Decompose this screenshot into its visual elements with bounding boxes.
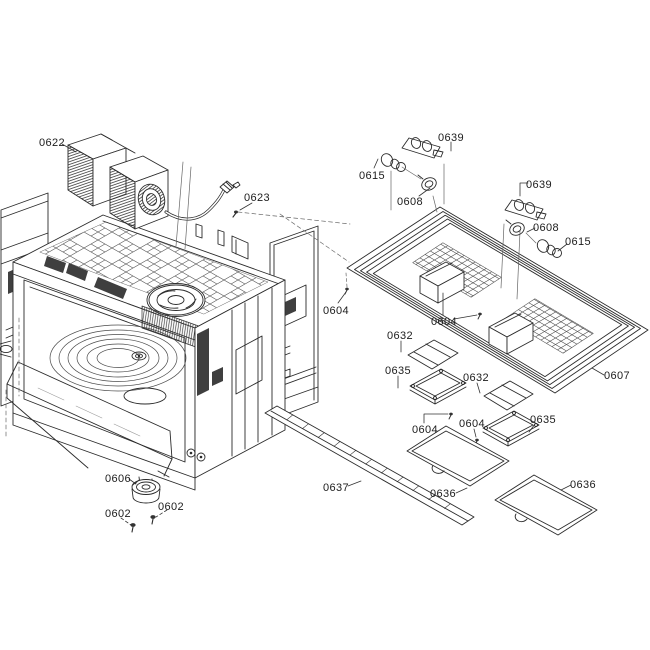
part-label-0606: 0606 bbox=[105, 473, 131, 485]
right-face bbox=[194, 279, 286, 479]
screw-0602-1 bbox=[130, 523, 136, 533]
tray-2 bbox=[494, 474, 598, 536]
cavity-opening bbox=[23, 279, 186, 463]
part-label-0635-a: 0635 bbox=[385, 365, 411, 377]
blower-wheel bbox=[148, 284, 204, 316]
screw-0602-2 bbox=[150, 515, 156, 525]
part-label-0635-b: 0635 bbox=[530, 414, 556, 426]
alignment-lines bbox=[5, 161, 537, 439]
deck-vent bbox=[94, 277, 127, 299]
lamp-bulb-1 bbox=[380, 153, 406, 172]
base-board bbox=[6, 361, 173, 478]
part-label-0608-b: 0608 bbox=[533, 222, 559, 234]
tray-1 bbox=[406, 425, 510, 487]
part-label-0607: 0607 bbox=[604, 370, 630, 382]
blower-assembly bbox=[67, 133, 169, 230]
part-label-0604-b: 0604 bbox=[431, 316, 457, 328]
trim-strip bbox=[264, 405, 475, 526]
hinge-hole bbox=[196, 452, 206, 462]
part-label-0639-b: 0639 bbox=[526, 179, 552, 191]
lamp-housing-left bbox=[419, 261, 465, 304]
part-label-0636-b: 0636 bbox=[570, 479, 596, 491]
power-cord bbox=[164, 180, 241, 221]
part-label-0637: 0637 bbox=[323, 482, 349, 494]
part-label-0604-d: 0604 bbox=[459, 418, 485, 430]
leader-lines bbox=[61, 141, 605, 526]
part-label-0615-b: 0615 bbox=[565, 236, 591, 248]
top-frame-panel bbox=[344, 206, 649, 394]
chassis bbox=[12, 214, 286, 491]
lamp-bracket-1 bbox=[401, 137, 444, 159]
lamp-bracket-2 bbox=[504, 199, 547, 221]
waveguide-grid-right bbox=[504, 298, 594, 354]
cover-glass-2 bbox=[483, 380, 534, 411]
cover-frame-2 bbox=[482, 410, 540, 447]
mounting-screw-0623 bbox=[232, 210, 238, 218]
part-label-0622: 0622 bbox=[39, 137, 65, 149]
lamp-socket-2 bbox=[505, 219, 525, 236]
lamp-housing-right bbox=[488, 312, 534, 355]
cover-glass-1 bbox=[407, 339, 459, 370]
part-labels: 0622 0623 0639 0615 0608 0639 0608 0615 … bbox=[39, 132, 630, 520]
deck-vent bbox=[44, 256, 66, 273]
roller-ring bbox=[123, 387, 167, 405]
part-label-0623: 0623 bbox=[244, 192, 270, 204]
part-label-0602-a: 0602 bbox=[105, 508, 131, 520]
cover-frame-1 bbox=[409, 368, 467, 405]
part-label-0615-a: 0615 bbox=[359, 170, 385, 182]
part-label-0608-a: 0608 bbox=[397, 196, 423, 208]
lamp-socket-1 bbox=[417, 174, 437, 191]
part-label-0602-b: 0602 bbox=[158, 501, 184, 513]
part-label-0604-c: 0604 bbox=[412, 424, 438, 436]
part-label-0604-a: 0604 bbox=[323, 305, 349, 317]
blower-outlet bbox=[137, 183, 166, 216]
part-label-0632-a: 0632 bbox=[387, 330, 413, 342]
deck-vent bbox=[66, 263, 88, 281]
part-label-0636-a: 0636 bbox=[430, 488, 456, 500]
lamp-bulb-2 bbox=[536, 239, 562, 258]
part-label-0639-a: 0639 bbox=[438, 132, 464, 144]
part-label-0632-b: 0632 bbox=[463, 372, 489, 384]
foot bbox=[131, 476, 161, 504]
hinge-hole bbox=[186, 448, 196, 458]
turntable-rings bbox=[49, 324, 187, 392]
left-edge-clip bbox=[0, 340, 13, 358]
turntable-hub bbox=[131, 351, 147, 361]
